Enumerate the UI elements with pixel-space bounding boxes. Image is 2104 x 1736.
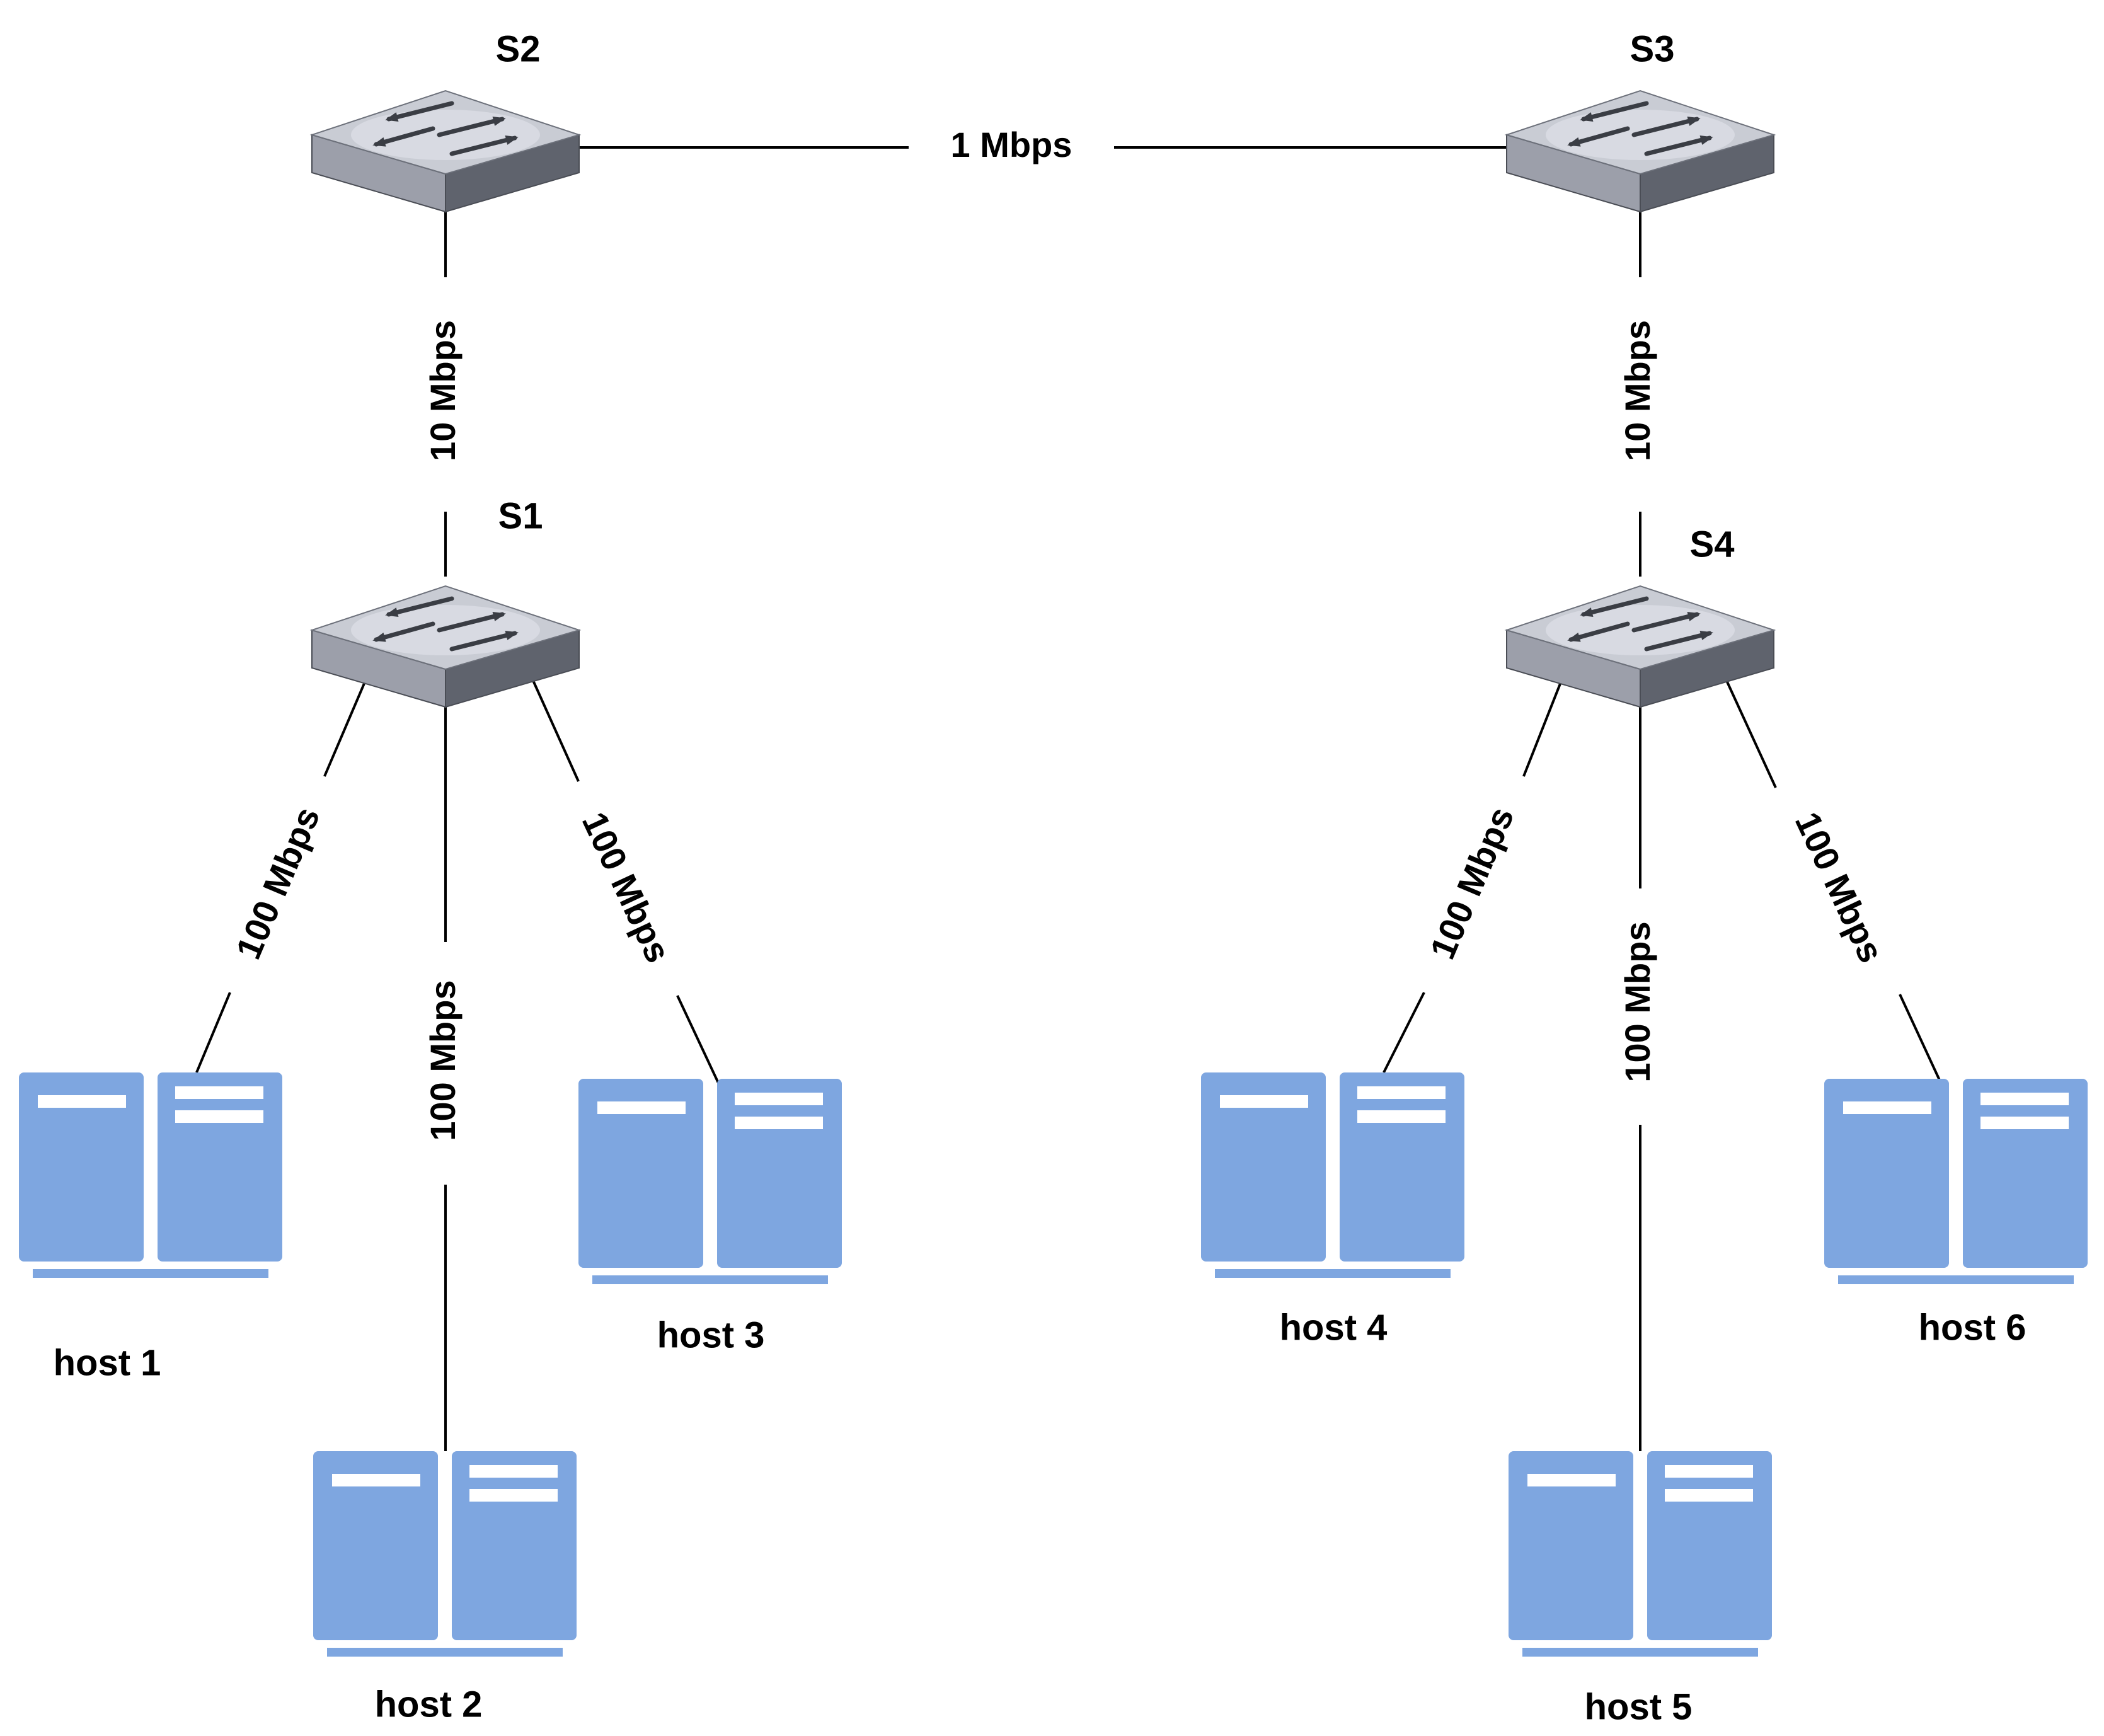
network-switch-icon	[309, 89, 582, 213]
switch-s1[interactable]	[309, 585, 582, 708]
network-switch-icon	[1504, 89, 1776, 213]
server-icon	[1201, 1072, 1464, 1278]
link-line	[1522, 680, 1563, 777]
link-bandwidth-label: 100 Mbps	[228, 801, 328, 965]
labels-layer: 1 Mbps 10 Mbps 10 Mbps 100 Mbps 100 Mbps 100 …	[54, 28, 2026, 1727]
link-bandwidth-label: 100 Mbps	[1788, 806, 1892, 969]
host4-node[interactable]	[1201, 1072, 1464, 1278]
server-icon	[313, 1451, 577, 1657]
host-label: host 2	[375, 1684, 483, 1725]
link-line	[323, 680, 367, 777]
link-line	[532, 680, 580, 782]
host1-node[interactable]	[19, 1072, 282, 1278]
link-line	[1725, 680, 1777, 788]
link-line	[195, 992, 231, 1073]
link-s4-h4	[1383, 680, 1563, 1073]
link-bandwidth-label: 100 Mbps	[1618, 921, 1657, 1082]
link-bandwidth-label: 10 Mbps	[1618, 320, 1657, 461]
host5-node[interactable]	[1509, 1451, 1772, 1657]
switch-label: S2	[496, 28, 541, 69]
server-icon	[1509, 1451, 1772, 1657]
link-bandwidth-label: 100 Mbps	[575, 806, 679, 969]
switch-label: S3	[1630, 28, 1675, 69]
network-switch-icon	[1504, 585, 1776, 708]
host3-node[interactable]	[578, 1079, 842, 1284]
link-s1-h3	[532, 680, 726, 1097]
server-icon	[578, 1079, 842, 1284]
switch-s2[interactable]	[309, 89, 582, 213]
host6-node[interactable]	[1824, 1079, 2088, 1284]
network-switch-icon	[309, 585, 582, 708]
switch-label: S1	[498, 495, 543, 536]
server-icon	[1824, 1079, 2088, 1284]
host-label: host 3	[657, 1314, 765, 1355]
host-label: host 6	[1919, 1307, 2026, 1348]
host2-node[interactable]	[313, 1451, 577, 1657]
host-label: host 1	[54, 1342, 161, 1383]
link-s1-h1	[195, 680, 367, 1073]
server-icon	[19, 1072, 282, 1278]
link-bandwidth-label: 100 Mbps	[423, 980, 463, 1141]
link-bandwidth-label: 100 Mbps	[1422, 801, 1522, 965]
link-bandwidth-label: 1 Mbps	[951, 125, 1072, 164]
switch-label: S4	[1690, 524, 1735, 565]
switch-s3[interactable]	[1504, 89, 1776, 213]
switch-s4[interactable]	[1504, 585, 1776, 708]
host-label: host 4	[1280, 1307, 1388, 1348]
host-label: host 5	[1585, 1686, 1693, 1727]
link-bandwidth-label: 10 Mbps	[423, 320, 463, 461]
nodes-layer	[19, 89, 2088, 1657]
links-layer	[195, 146, 1948, 1451]
link-line	[1383, 992, 1425, 1073]
link-line	[676, 995, 726, 1097]
